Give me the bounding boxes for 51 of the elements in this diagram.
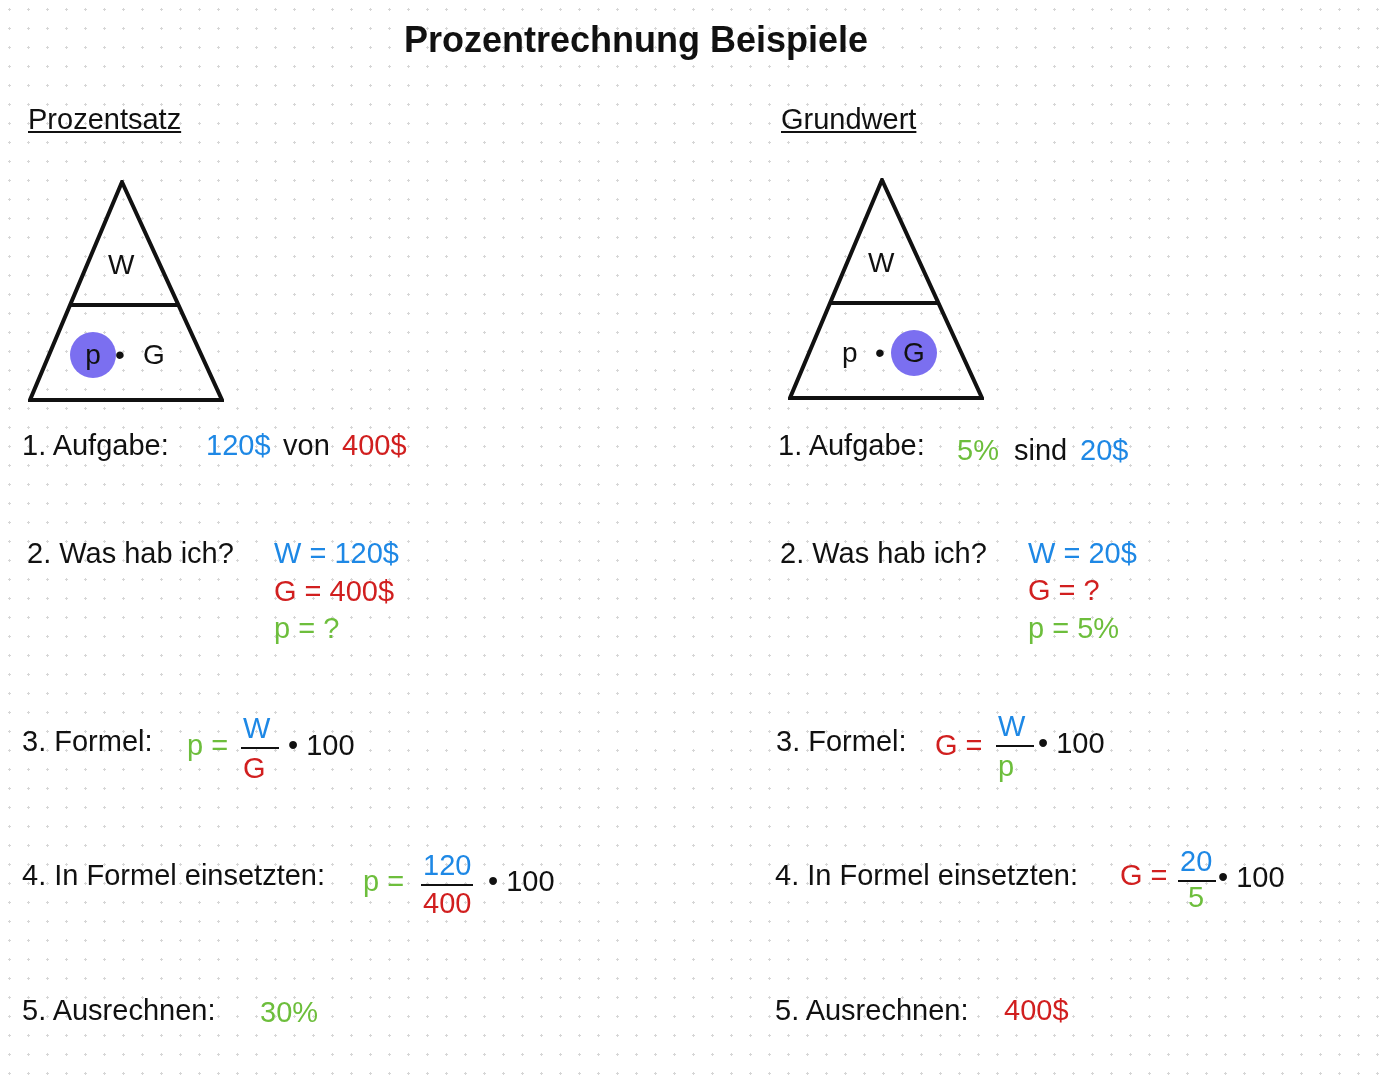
- section-heading: Grundwert: [781, 104, 917, 136]
- word-text: sind: [1014, 435, 1068, 467]
- step-label: 3. Formel:: [22, 726, 153, 758]
- step-label: 1. Aufgabe:: [778, 430, 925, 462]
- value-text: 400$: [342, 430, 407, 462]
- highlighted-variable: p: [70, 332, 116, 378]
- result-value: 30%: [260, 997, 319, 1029]
- fraction-denominator: G: [243, 753, 266, 785]
- step-label: 2. Was hab ich?: [27, 538, 234, 570]
- formula-text: • 100: [1038, 728, 1105, 760]
- given-value: G = ?: [1028, 575, 1100, 607]
- formula-text: • 100: [288, 730, 355, 762]
- step-label: 2. Was hab ich?: [780, 538, 987, 570]
- given-value: p = 5%: [1028, 613, 1120, 645]
- value-text: 120$: [206, 430, 271, 462]
- fraction-numerator: W: [243, 713, 271, 745]
- variable-label: G: [143, 340, 165, 371]
- step-label: 4. In Formel einsetzten:: [775, 860, 1079, 892]
- variable-label: W: [868, 248, 895, 279]
- value-text: 20$: [1080, 435, 1129, 467]
- result-value: 400$: [1004, 995, 1069, 1027]
- fraction-denominator: p: [998, 751, 1015, 783]
- step-label: 4. In Formel einsetzten:: [22, 860, 326, 892]
- fraction-numerator: 20: [1180, 846, 1213, 878]
- variable-label: W: [108, 250, 135, 281]
- given-value: G = 400$: [274, 576, 395, 608]
- given-value: W = 20$: [1028, 538, 1137, 570]
- section-heading: Prozentsatz: [28, 104, 182, 136]
- formula-text: p =: [187, 730, 229, 762]
- fraction-denominator: 400: [423, 888, 472, 920]
- word-text: von: [283, 430, 330, 462]
- step-label: 1. Aufgabe:: [22, 430, 169, 462]
- step-label: 5. Ausrechnen:: [775, 995, 969, 1027]
- variable-label: p: [842, 338, 858, 369]
- fraction-numerator: 120: [423, 850, 472, 882]
- given-value: W = 120$: [274, 538, 399, 570]
- title: Prozentrechnung Beispiele: [404, 20, 869, 60]
- multiplication-dot: •: [115, 340, 125, 371]
- step-label: 5. Ausrechnen:: [22, 995, 216, 1027]
- formula-text: • 100: [1218, 862, 1285, 894]
- formula-text: p =: [363, 866, 405, 898]
- given-value: p = ?: [274, 613, 340, 645]
- formula-text: • 100: [488, 866, 555, 898]
- formula-text: G =: [935, 730, 983, 762]
- step-label: 3. Formel:: [776, 726, 907, 758]
- value-text: 5%: [957, 435, 999, 467]
- fraction-numerator: W: [998, 711, 1026, 743]
- multiplication-dot: •: [875, 338, 885, 369]
- highlighted-variable: G: [891, 330, 937, 376]
- formula-text: G =: [1120, 860, 1168, 892]
- fraction-denominator: 5: [1188, 882, 1205, 914]
